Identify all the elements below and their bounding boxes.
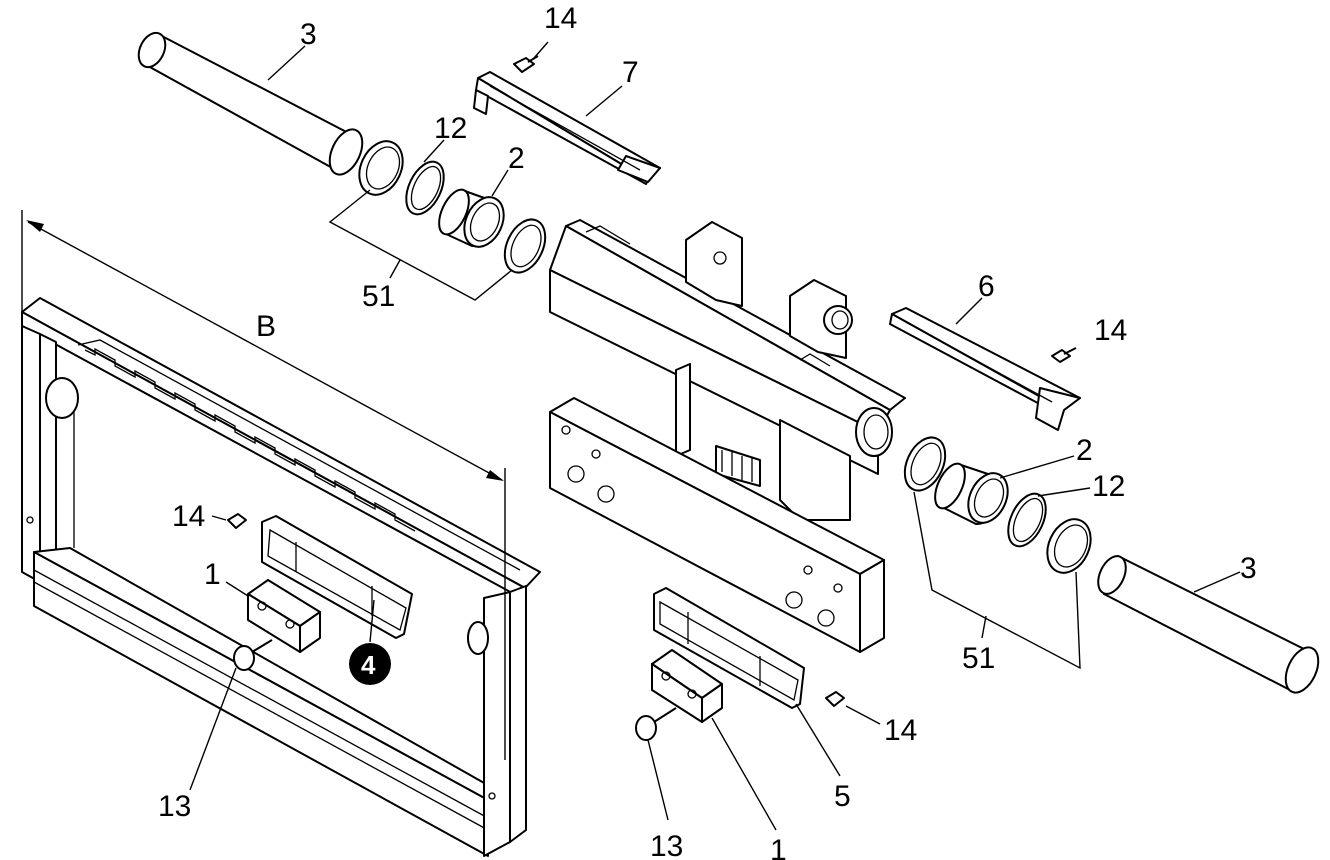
ring-left-inner: [503, 218, 547, 274]
bushing-top: 2: [438, 142, 525, 248]
ring-right-outer: [1046, 518, 1092, 574]
screw-right-top: 14: [1051, 314, 1127, 363]
bolt-left: 13: [158, 639, 273, 823]
block-right-label: 1: [770, 834, 787, 860]
carriage-body: [549, 219, 906, 521]
callout-badge: 4: [349, 599, 391, 685]
bolt-left-label: 13: [158, 790, 191, 823]
pad-left: [261, 515, 413, 639]
block-left-label: 1: [204, 558, 221, 591]
tube-left-label: 3: [300, 18, 317, 51]
screw-left-plate: 14: [172, 500, 247, 533]
tube-right-label: 3: [1240, 552, 1257, 585]
tube-right: 3: [1097, 552, 1320, 694]
callout-number: 4: [361, 650, 376, 680]
screw-top: 14: [513, 2, 577, 73]
guide-right-label: 6: [978, 270, 995, 303]
ring-top-label: 12: [434, 112, 467, 145]
block-left: 1: [204, 558, 321, 653]
bolt-right: 13: [635, 707, 683, 860]
carriage-frame: [21, 297, 541, 857]
dimension-b: B: [21, 210, 506, 760]
pad-right: 5: [653, 587, 851, 813]
pad-label: 5: [834, 780, 851, 813]
ring-right-label: 12: [1092, 470, 1125, 503]
guide-top: 7: [473, 56, 661, 185]
screw-top-label: 14: [544, 2, 577, 35]
ring-right-inner: [903, 436, 947, 492]
screw-right-top-label: 14: [1094, 314, 1127, 347]
kit-right: 51: [913, 491, 1081, 675]
guide-top-label: 7: [622, 56, 639, 89]
bushing-right-label: 2: [1076, 434, 1093, 467]
kit-right-label: 51: [962, 642, 995, 675]
ring-top: 12: [405, 112, 467, 216]
tube-left: 3: [137, 18, 364, 176]
lower-bar: [549, 397, 885, 653]
ring-right: 12: [1007, 470, 1125, 548]
block-right: 1: [651, 649, 787, 860]
guide-right: 6: [889, 270, 1081, 431]
screw-left-plate-label: 14: [172, 500, 205, 533]
kit-left: 51: [328, 189, 513, 313]
ring-left-outer: [358, 140, 404, 196]
bushing-right: 2: [934, 434, 1093, 526]
bushing-top-label: 2: [508, 142, 525, 175]
dimension-b-label: B: [256, 310, 276, 343]
kit-left-label: 51: [362, 280, 395, 313]
screw-right-plate: 14: [825, 691, 917, 747]
bolt-right-label: 13: [650, 830, 683, 860]
screw-right-plate-label: 14: [884, 714, 917, 747]
